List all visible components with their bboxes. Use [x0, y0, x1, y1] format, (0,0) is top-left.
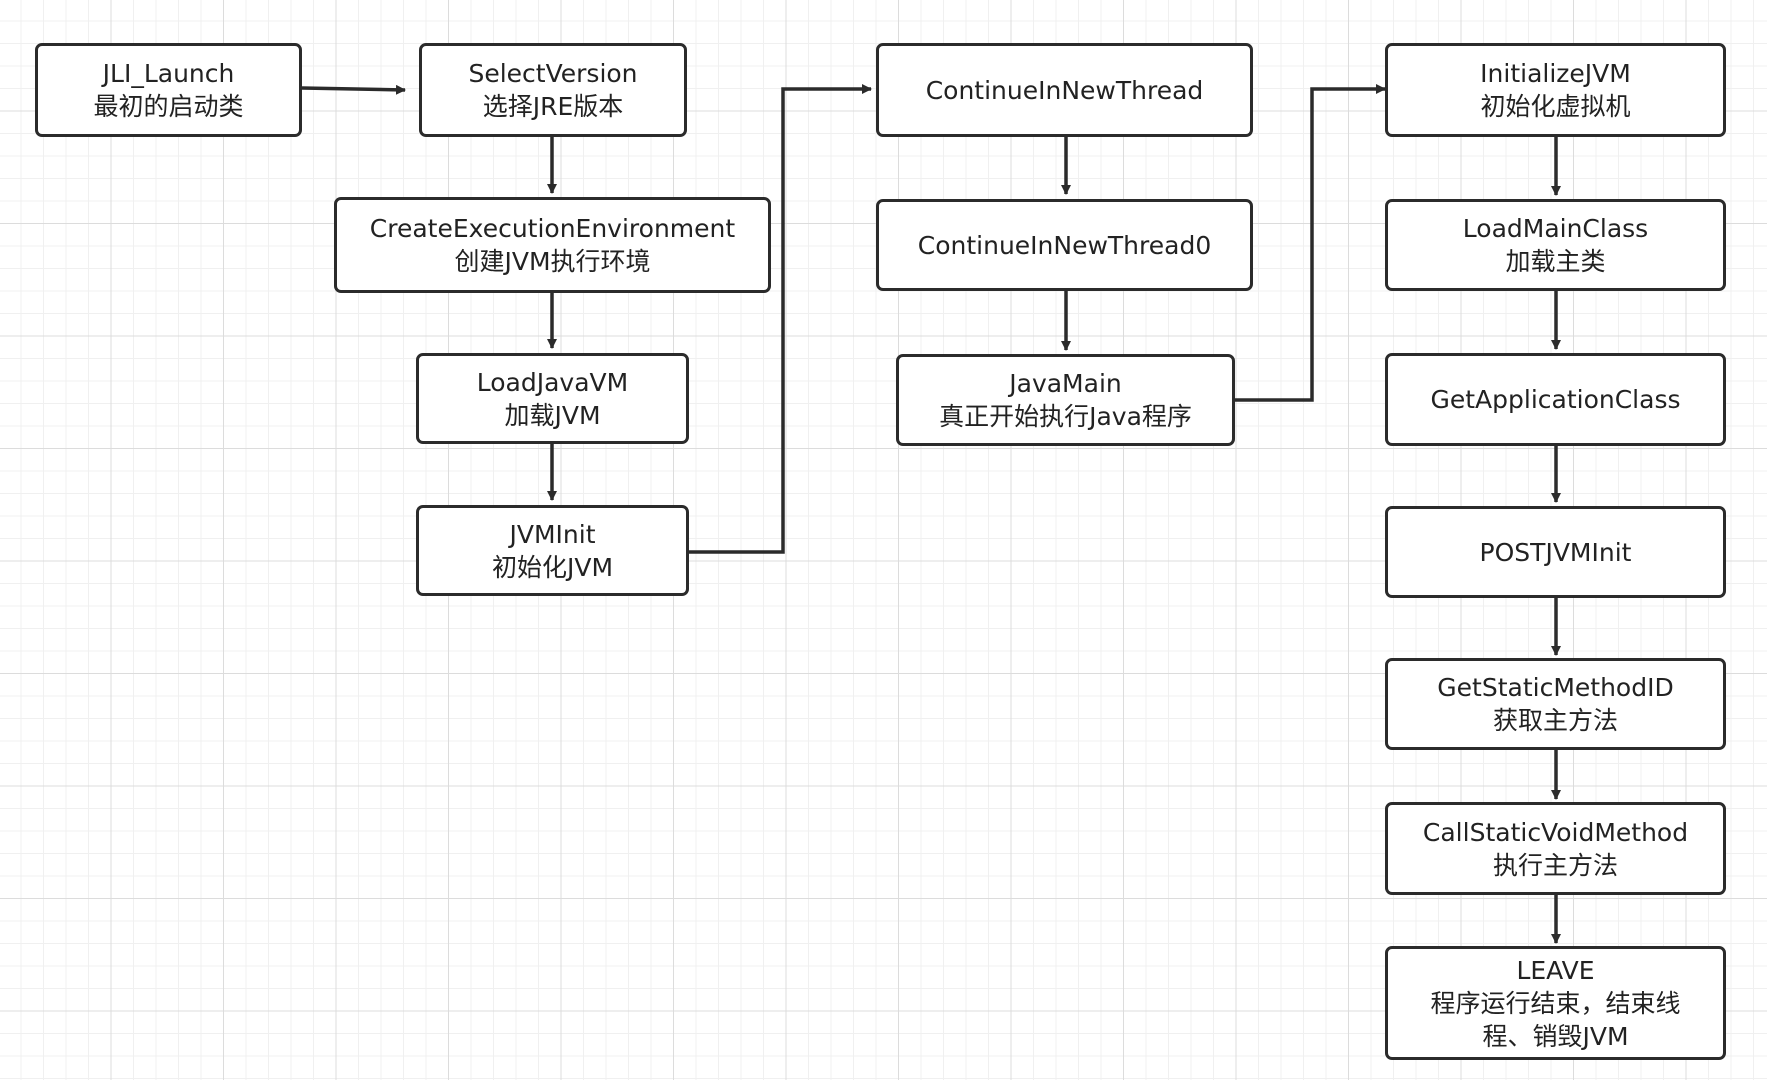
node-load-java-vm-title: LoadJavaVM [476, 367, 629, 397]
node-get-static-method-id-title: GetStaticMethodID [1437, 673, 1674, 702]
edge-javamain-to-initializejvm [1235, 84, 1386, 402]
node-java-main-subtitle: 真正开始执行Java程序 [939, 402, 1192, 431]
node-create-execution-environment-title: CreateExecutionEnvironment [369, 214, 736, 243]
node-continue-in-new-thread: ContinueInNewThread [876, 43, 1253, 137]
node-select-version-subtitle: 选择JRE版本 [482, 92, 624, 121]
node-leave-subtitle: 程序运行结束，结束线 [1430, 988, 1681, 1018]
node-call-static-void-method: CallStaticVoidMethod 执行主方法 [1385, 802, 1726, 895]
node-jvm-init-subtitle: 初始化JVM [491, 552, 614, 582]
node-select-version-title: SelectVersion [468, 59, 638, 88]
node-jli-launch: JLI_Launch 最初的启动类 [35, 43, 302, 137]
node-initialize-jvm: InitializeJVM 初始化虚拟机 [1385, 43, 1726, 137]
node-post-jvm-init: POSTJVMInit [1385, 506, 1726, 598]
node-load-java-vm: LoadJavaVM 加载JVM [416, 353, 689, 444]
node-create-execution-environment: CreateExecutionEnvironment 创建JVM执行环境 [334, 197, 771, 293]
node-leave-title: LEAVE [1516, 955, 1595, 985]
node-get-static-method-id: GetStaticMethodID 获取主方法 [1385, 658, 1726, 750]
node-load-main-class-title: LoadMainClass [1462, 214, 1649, 243]
node-jli-launch-subtitle: 最初的启动类 [93, 92, 244, 121]
node-continue-in-new-thread0: ContinueInNewThread0 [876, 199, 1253, 291]
node-initialize-jvm-title: InitializeJVM [1480, 59, 1631, 88]
node-jvm-init-title: JVMInit [509, 519, 596, 549]
node-create-execution-environment-subtitle: 创建JVM执行环境 [454, 247, 651, 276]
node-load-java-vm-subtitle: 加载JVM [504, 400, 601, 430]
node-call-static-void-method-title: CallStaticVoidMethod [1422, 817, 1689, 847]
node-load-main-class-subtitle: 加载主类 [1505, 247, 1606, 276]
node-get-application-class: GetApplicationClass [1385, 353, 1726, 446]
node-java-main: JavaMain 真正开始执行Java程序 [896, 354, 1235, 446]
node-post-jvm-init-title: POSTJVMInit [1479, 537, 1632, 567]
node-leave: LEAVE 程序运行结束，结束线 程、销毁JVM [1385, 946, 1726, 1060]
node-get-application-class-title: GetApplicationClass [1430, 385, 1681, 414]
node-java-main-title: JavaMain [1009, 369, 1122, 398]
node-jli-launch-title: JLI_Launch [102, 59, 235, 88]
edge-jvminit-to-continueinnewthread [689, 84, 872, 554]
edge-jlilaunch-to-selectversion [301, 84, 406, 95]
node-get-static-method-id-subtitle: 获取主方法 [1492, 706, 1618, 735]
node-jvm-init: JVMInit 初始化JVM [416, 505, 689, 596]
node-select-version: SelectVersion 选择JRE版本 [419, 43, 687, 137]
node-call-static-void-method-subtitle: 执行主方法 [1492, 850, 1618, 880]
node-initialize-jvm-subtitle: 初始化虚拟机 [1480, 92, 1631, 121]
node-continue-in-new-thread-title: ContinueInNewThread [925, 75, 1204, 105]
node-load-main-class: LoadMainClass 加载主类 [1385, 199, 1726, 291]
node-leave-subtitle-continued: 程、销毁JVM [1482, 1021, 1629, 1051]
node-continue-in-new-thread0-title: ContinueInNewThread0 [917, 230, 1212, 260]
